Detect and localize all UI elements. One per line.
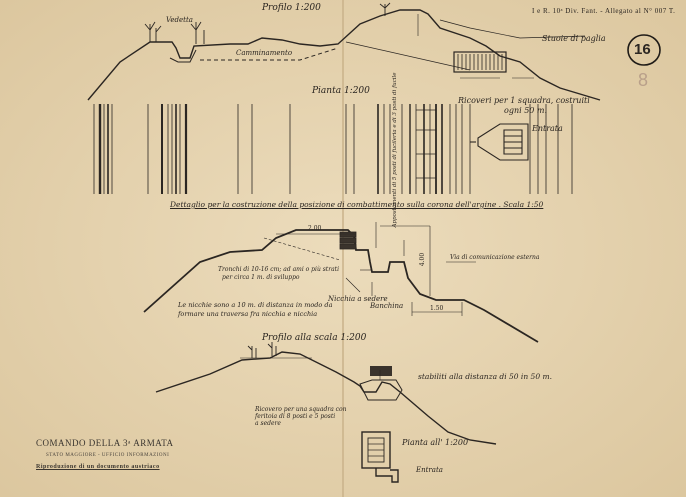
dim-top-label: 2.00 — [308, 225, 322, 232]
stabiliti-label: stabiliti alla distanza di 50 in 50 m. — [418, 372, 552, 381]
ricovero-note-2: feritoia di 8 posti e 5 posti — [255, 413, 336, 420]
top-plan-left — [93, 104, 291, 194]
header-reference: I e R. 10ᵃ Div. Fant. - Allegato al N° 0… — [532, 7, 676, 15]
footer-command: COMANDO DELLA 3ᵃ ARMATA — [36, 438, 174, 448]
sheet-number-pencil: 8 — [638, 70, 649, 90]
camminamento-label: Camminamento — [236, 49, 293, 57]
top-plan-right — [345, 104, 573, 194]
via-label: Via di comunicazione esterna — [450, 254, 540, 261]
dim-bottom-label: 1.50 — [430, 305, 444, 312]
detail-profile — [143, 229, 539, 343]
sheet-number: 16 — [634, 41, 651, 58]
ricoveri-label-2: ogni 50 m. — [504, 106, 548, 115]
footer-reproduction: Riproduzione di un documento austriaco — [36, 464, 160, 470]
bottom-plan-title: Pianta all' 1:200 — [402, 438, 469, 447]
footer-office: STATO MAGGIORE - UFFICIO INFORMAZIONI — [46, 453, 170, 458]
sheet-number-circle — [627, 34, 661, 66]
detail-dimension-lines — [263, 222, 476, 316]
banchina-label: Banchina — [370, 302, 404, 310]
vedetta-label: Vedetta — [166, 16, 193, 24]
nicchia-label: Nicchia a sedere — [328, 295, 388, 303]
tronchi-label: Tronchi di 10-16 cm; ad ami o più strati — [218, 266, 339, 273]
ricovero-note: Ricovero per una squadra con — [255, 406, 347, 413]
entrata-bottom-label: Entrata — [416, 466, 443, 474]
top-profile-title: Profilo 1:200 — [262, 3, 321, 13]
entrata-top-label: Entrata — [532, 124, 563, 133]
stuoie-label: Stuoie di paglia — [542, 34, 606, 43]
detail-title: Dettaglio per la costruzione della posiz… — [170, 200, 544, 209]
bottom-profile-title: Profilo alla scala 1:200 — [262, 333, 367, 343]
ricoveri-label: Ricoveri per 1 squadra, costruiti — [458, 96, 590, 105]
tronchi-label-2: per circa 1 m. di sviluppo — [222, 274, 300, 281]
bottom-plants — [247, 342, 277, 358]
detail-timbers — [339, 231, 357, 250]
nicchie-note-2: formare una traversa fra nicchia e nicch… — [178, 310, 318, 318]
top-plan-title: Pianta 1:200 — [312, 86, 370, 96]
bottom-plan — [361, 431, 399, 483]
bottom-shelter — [359, 366, 403, 401]
top-profile-plants — [144, 2, 391, 44]
dim-right-label: 4.00 — [419, 252, 427, 267]
top-shelter — [417, 14, 534, 79]
ricovero-note-3: a sedere — [255, 420, 281, 427]
nicchie-note: Le nicchie sono a 10 m. di distanza in m… — [178, 301, 333, 309]
top-plan-shelter — [470, 123, 529, 161]
top-profile — [87, 9, 601, 101]
